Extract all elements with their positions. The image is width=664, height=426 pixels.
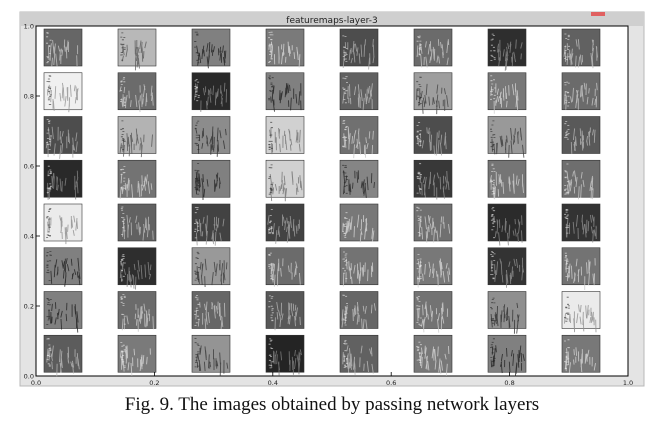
y-tick-label: 0.2 [24,303,34,311]
feature-map-tile [191,203,231,246]
feature-map-tile [487,203,527,246]
feature-map-tile [265,116,305,155]
feature-map-tile [561,203,601,243]
feature-map-tile [117,334,157,376]
feature-map-tile [339,116,379,159]
x-tick-label: 0.2 [149,379,159,387]
feature-map-tile [117,72,157,113]
feature-map-tile [413,28,453,68]
feature-map-tile [265,334,305,376]
feature-map-tile [191,72,231,112]
feature-map-tile [339,203,379,243]
feature-map-tile [265,159,305,202]
feature-map-tile [413,203,453,243]
feature-map-tile [191,28,231,69]
y-axis: 1.0 0.8 0.6 0.4 0.2 0.0 [24,23,40,381]
feature-map-tile [43,72,83,113]
feature-map-tile [561,116,601,154]
feature-map-tile [43,159,83,200]
feature-map-figure: featuremaps-layer-3 0.0 0.2 0.4 0.6 0.8 1.0 1… [19,11,645,387]
feature-map-tile [487,247,527,288]
feature-map-tile [487,28,527,71]
feature-map-tile [43,334,83,377]
y-tick-label: 0.4 [24,233,34,241]
feature-map-tile [339,159,379,198]
figure-caption: Fig. 9. The images obtained by passing n… [124,394,540,415]
close-icon[interactable] [591,12,605,16]
feature-map-tile [117,28,157,71]
feature-map-tile [117,203,157,242]
x-axis: 0.0 0.2 0.4 0.6 0.8 1.0 [31,372,633,387]
feature-map-tile [413,159,453,200]
feature-map-tile [487,116,527,158]
feature-map-tile [117,291,157,332]
feature-map-tile [117,116,157,158]
y-tick-label: 0.0 [24,373,34,381]
feature-map-tile [561,247,601,291]
feature-map-tile [339,247,379,287]
feature-map-tile [413,247,453,288]
feature-map-tile [265,72,305,112]
y-tick-label: 1.0 [24,23,34,31]
feature-map-tile [339,334,379,375]
y-tick-label: 0.8 [24,93,34,101]
feature-map-tile [339,291,379,330]
x-tick-label: 0.4 [268,379,278,387]
feature-map-tile [191,116,231,157]
feature-map-tile [413,291,453,333]
feature-map-tile [265,203,305,244]
feature-map-tile [561,28,601,69]
feature-map-tile [117,159,157,199]
feature-map-tile [339,72,379,111]
feature-map-tile [43,28,83,68]
feature-map-tile [561,72,601,111]
feature-map-tile [487,72,527,114]
x-tick-label: 0.8 [504,379,514,387]
feature-map-tile [117,247,157,290]
feature-map-tile [265,247,305,287]
feature-map-tile [43,247,83,287]
feature-map-tile [561,291,601,333]
feature-map-tile [413,116,453,156]
feature-map-tile [43,116,83,159]
x-tick-label: 0.0 [31,379,41,387]
feature-map-tile [487,334,527,377]
feature-map-tile [487,159,527,200]
x-tick-label: 1.0 [623,379,633,387]
feature-map-grid [43,28,601,377]
x-tick-label: 0.6 [386,379,396,387]
feature-map-tile [43,203,83,245]
feature-map-tile [265,291,305,331]
feature-map-tile [487,291,527,334]
y-tick-label: 0.6 [24,163,34,171]
feature-map-tile [191,291,231,330]
feature-map-tile [191,334,231,377]
window-titlebar [20,12,644,26]
feature-map-tile [413,334,453,376]
window-title: featuremaps-layer-3 [286,16,377,26]
feature-map-tile [339,28,379,70]
feature-map-tile [561,334,601,373]
feature-map-tile [191,159,231,200]
feature-map-tile [561,159,601,200]
feature-map-tile [413,72,453,115]
feature-map-tile [43,291,83,333]
feature-map-tile [265,28,305,68]
feature-map-tile [191,247,231,288]
